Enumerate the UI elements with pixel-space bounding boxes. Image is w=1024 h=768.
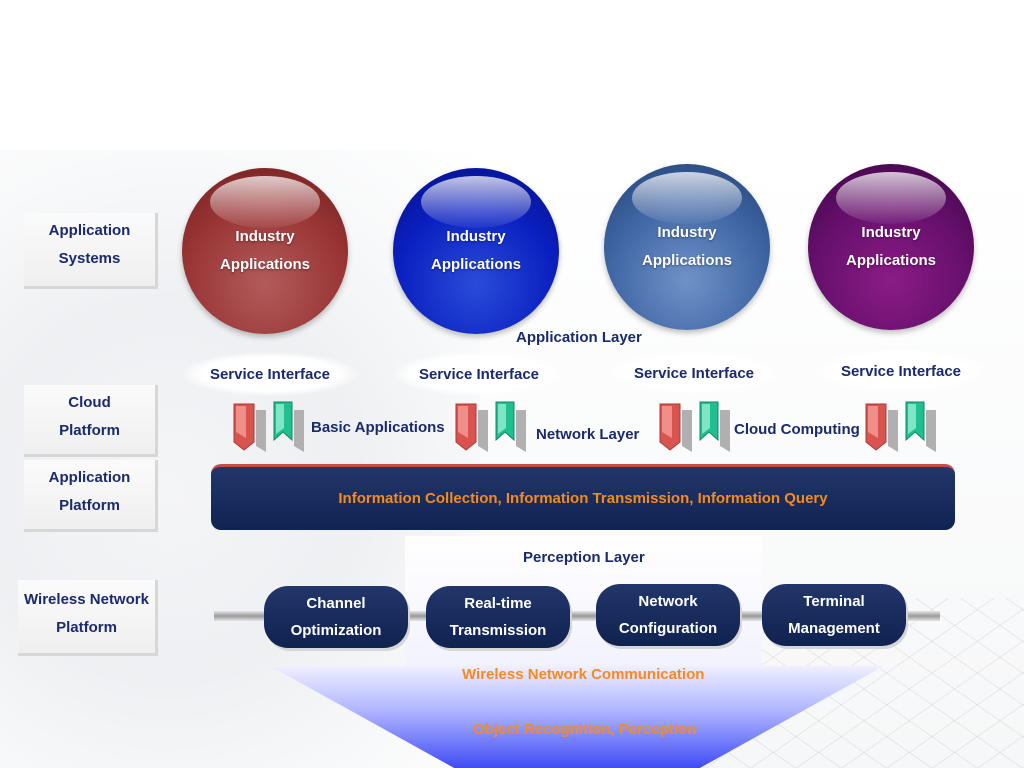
connector-icon [233,401,304,452]
label-line: Systems [58,250,121,267]
sphere-line: Applications [430,256,521,273]
label-application-platform: Application Platform [24,460,158,532]
sphere-line: Industry [446,228,506,245]
pipe-link-2 [566,611,600,621]
pipe-link-1 [404,611,430,621]
label-line: Platform [56,619,117,636]
pipe-right [904,611,940,621]
module-terminal-management: Terminal Management [762,584,906,646]
wireless-network-communication-label: Wireless Network Communication [462,666,705,683]
service-interface-1: Service Interface [182,352,358,396]
sphere-line: Applications [219,256,310,273]
module-line: Management [788,620,880,637]
perception-layer-label: Perception Layer [523,549,645,566]
label-wireless-network-platform: Wireless Network Platform [18,580,158,656]
sphere-line: Applications [641,252,732,269]
industry-applications-sphere-1: Industry Applications [182,168,348,334]
application-layer-label: Application Layer [516,329,642,346]
label-line: Application [48,469,131,486]
label-application-systems: Application Systems [24,213,158,289]
basic-applications-label: Basic Applications [311,419,445,436]
label-line: Wireless Network [24,591,149,608]
module-line: Configuration [618,620,718,637]
label-line: Platform [59,422,120,439]
module-line: Network [638,593,698,610]
object-recognition-label: Object Recognition, Perception [473,721,697,738]
connector-icon [455,401,526,452]
information-bar: Information Collection, Information Tran… [211,464,955,530]
industry-applications-sphere-3: Industry Applications [604,164,770,330]
sphere-line: Industry [861,224,921,241]
connector-icon [659,401,730,452]
pipe-link-3 [738,611,766,621]
module-network-configuration: Network Configuration [596,584,740,646]
information-bar-text: Information Collection, Information Tran… [338,490,828,507]
sphere-line: Industry [657,224,717,241]
module-line: Transmission [449,622,547,639]
industry-applications-sphere-2: Industry Applications [393,168,559,334]
service-interface-2: Service Interface [394,352,564,396]
module-line: Terminal [803,593,865,610]
label-line: Platform [59,497,120,514]
module-line: Channel [306,595,366,612]
label-line: Cloud [68,394,111,411]
service-interface-4: Service Interface [815,349,987,393]
cloud-computing-label: Cloud Computing [734,421,860,438]
module-line: Real-time [464,595,532,612]
label-line: Application [48,222,131,239]
module-channel-optimization: Channel Optimization [264,586,408,648]
sphere-line: Industry [235,228,295,245]
connector-icon [865,401,936,452]
network-layer-label: Network Layer [536,426,640,443]
module-real-time-transmission: Real-time Transmission [426,586,570,648]
label-cloud-platform: Cloud Platform [24,385,158,457]
industry-applications-sphere-4: Industry Applications [808,164,974,330]
module-line: Optimization [290,622,382,639]
pipe-left [214,611,268,621]
service-interface-3: Service Interface [608,351,780,395]
sphere-line: Applications [845,252,936,269]
